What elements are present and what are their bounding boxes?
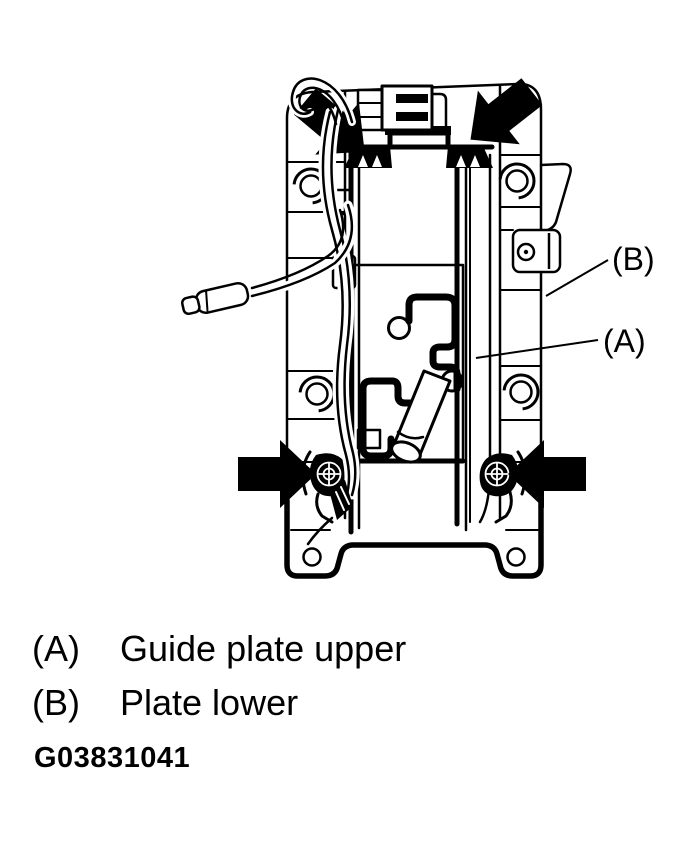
arrow-bottom-left	[238, 440, 316, 508]
wire-plug	[180, 281, 250, 316]
diagram-label-b: (B)	[612, 241, 655, 277]
legend-label-a: Guide plate upper	[120, 628, 407, 669]
leader-line-a	[475, 339, 599, 359]
guide-plate-hole-upper	[387, 316, 411, 340]
arrow-bottom-right	[508, 440, 586, 508]
legend-key-a: (A)	[32, 628, 80, 669]
wire-terminal	[306, 480, 353, 546]
legend-label-b: Plate lower	[120, 682, 299, 723]
legend-row-a: (A) Guide plate upper	[32, 630, 406, 668]
figure-id: G03831041	[34, 742, 191, 774]
switch-connector	[356, 84, 448, 132]
screw-right	[483, 460, 511, 488]
screw-left	[315, 460, 343, 488]
bottom-bracket	[284, 497, 544, 579]
bracket-hole-left	[302, 547, 322, 567]
wire-harness	[180, 74, 360, 546]
shift-lever-pin	[390, 369, 452, 464]
callouts: (B) (A)	[475, 241, 655, 359]
legend-row-b: (B) Plate lower	[32, 684, 298, 722]
assembly-diagram: (B) (A)	[180, 64, 655, 579]
diagram-label-a: (A)	[603, 323, 646, 359]
legend-key-b: (B)	[32, 682, 80, 723]
side-clip	[511, 228, 562, 274]
washer-mid-left	[298, 375, 336, 413]
diagram-area: (B) (A)	[180, 64, 655, 579]
washer-mid-right	[502, 373, 540, 411]
leader-line-b	[545, 259, 609, 297]
wire-coil	[287, 74, 356, 126]
bracket-hole-right	[506, 547, 526, 567]
washer-top-right	[498, 162, 536, 200]
shift-gate-upper-slot	[405, 293, 461, 393]
